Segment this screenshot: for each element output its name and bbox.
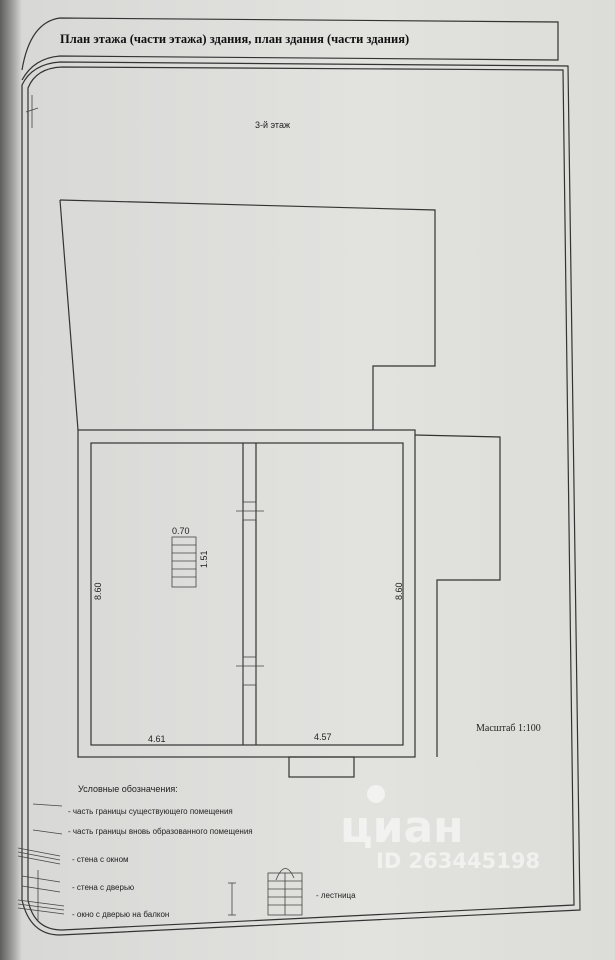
legend-new-boundary: - часть границы вновь образованного поме… (68, 827, 253, 836)
drawing-frame (21, 61, 581, 936)
scale-label: Масштаб 1:100 (476, 723, 541, 734)
wall-with-door-icon (21, 870, 61, 896)
legend-title: Условные обозначения: (78, 784, 178, 794)
staircase-icon (171, 536, 197, 588)
legend-stair: - лестница (316, 891, 356, 900)
legend-balcony-door: - окно с дверью на балкон (72, 910, 169, 919)
balcony (288, 756, 355, 778)
dim-right-height: 8.60 (394, 582, 404, 600)
stair-legend-icon (267, 868, 303, 916)
title-frame (21, 17, 559, 81)
dim-left-height: 8.60 (93, 582, 103, 600)
annex-outline (414, 434, 501, 757)
legend-wall-door: - стена с дверью (72, 883, 134, 892)
north-arrow-icon (25, 95, 39, 128)
floor-label: 3-й этаж (255, 120, 290, 130)
legend-wall-window: - стена с окном (72, 855, 129, 864)
balcony-door-icon (17, 896, 65, 920)
dim-stair-width: 0.70 (172, 526, 190, 536)
watermark-id: ID 263445198 (376, 849, 540, 873)
cian-watermark: циан ID 263445198 (340, 785, 540, 873)
drawing-frame-inner (27, 66, 575, 931)
door-icon (236, 501, 264, 521)
dim-right-width: 4.57 (314, 732, 332, 742)
door-icon (236, 656, 264, 686)
apartment-outer-wall (77, 429, 416, 758)
watermark-brand: циан (340, 802, 464, 853)
document-title: План этажа (части этажа) здания, план зд… (60, 32, 409, 46)
dim-left-width: 4.61 (148, 734, 166, 744)
legend-existing-boundary: - часть границы существующего помещения (68, 807, 233, 816)
dim-stair-length: 1.51 (199, 550, 209, 568)
apartment-inner-wall (90, 442, 404, 746)
dimension-bar-icon (228, 882, 236, 916)
wall-with-window-icon (17, 847, 61, 865)
building-outline (59, 199, 436, 430)
